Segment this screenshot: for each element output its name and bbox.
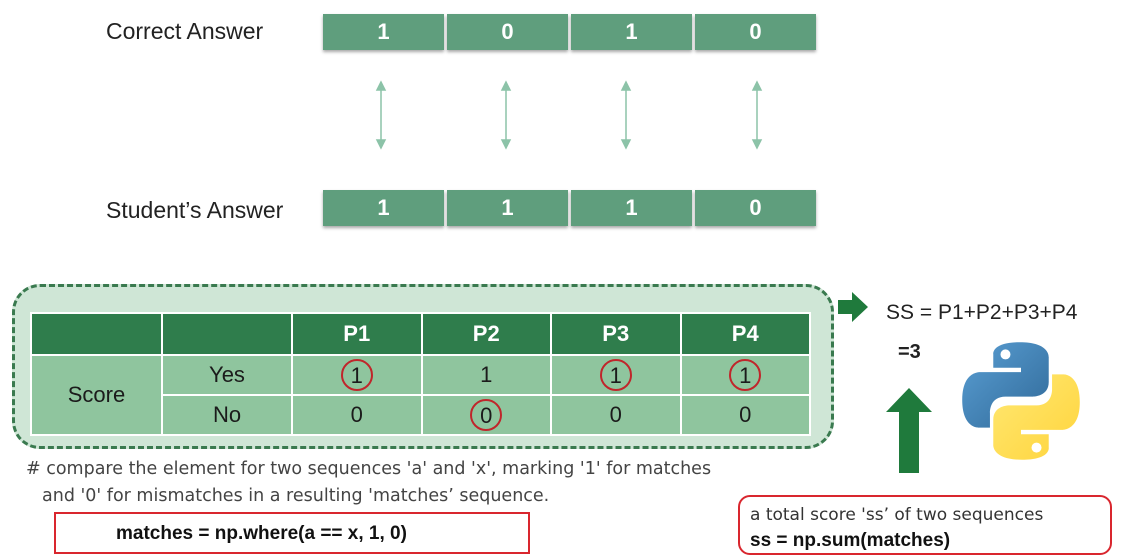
comparison-arrows — [375, 80, 763, 150]
double-arrow-icon — [620, 80, 632, 150]
sum-caption: a total score 'ss’ of two sequences — [750, 505, 1044, 525]
score-table: P1 P2 P3 P4 Score Yes 1 1 1 1 No 0 0 0 0 — [30, 312, 811, 436]
yes-label: Yes — [161, 354, 293, 396]
yes-p2: 1 — [420, 354, 552, 396]
yes-p3-circled: 1 — [599, 359, 632, 391]
sum-result: =3 — [898, 341, 921, 363]
right-arrow-icon — [838, 292, 868, 322]
comment-line-2: and '0' for mismatches in a resulting 'm… — [42, 486, 550, 506]
header-p3: P3 — [550, 312, 682, 356]
no-label: No — [161, 394, 293, 436]
comment-line-1: # compare the element for two sequences … — [26, 459, 712, 479]
correct-cell-3: 1 — [571, 14, 692, 50]
double-arrow-icon — [500, 80, 512, 150]
sum-code-box: a total score 'ss’ of two sequences ss =… — [738, 495, 1112, 555]
correct-cell-4: 0 — [695, 14, 816, 50]
sum-code: ss = np.sum(matches) — [750, 530, 951, 551]
correct-cell-2: 0 — [447, 14, 568, 50]
no-p2-circled: 0 — [470, 399, 503, 431]
up-arrow-icon — [886, 388, 932, 473]
student-cell-2: 1 — [447, 190, 568, 226]
double-arrow-icon — [375, 80, 387, 150]
where-code-box: matches = np.where(a == x, 1, 0) — [54, 512, 530, 554]
header-p2: P2 — [420, 312, 552, 356]
correct-answer-sequence: 1 0 1 0 — [323, 14, 819, 50]
no-p1: 0 — [291, 394, 423, 436]
sum-formula: SS = P1+P2+P3+P4 — [886, 301, 1078, 324]
student-cell-1: 1 — [323, 190, 444, 226]
header-p4: P4 — [679, 312, 811, 356]
correct-cell-1: 1 — [323, 14, 444, 50]
correct-answer-label: Correct Answer — [106, 18, 264, 44]
no-p3: 0 — [550, 394, 682, 436]
yes-p4-circled: 1 — [729, 359, 762, 391]
student-answer-label: Student’s Answer — [106, 197, 284, 223]
student-cell-3: 1 — [571, 190, 692, 226]
header-p1: P1 — [291, 312, 423, 356]
student-answer-sequence: 1 1 1 0 — [323, 190, 819, 226]
where-code: matches = np.where(a == x, 1, 0) — [116, 523, 407, 544]
double-arrow-icon — [751, 80, 763, 150]
no-p4: 0 — [679, 394, 811, 436]
python-logo-icon — [962, 342, 1080, 460]
yes-p1-circled: 1 — [340, 359, 373, 391]
score-row-label: Score — [30, 354, 163, 436]
student-cell-4: 0 — [695, 190, 816, 226]
